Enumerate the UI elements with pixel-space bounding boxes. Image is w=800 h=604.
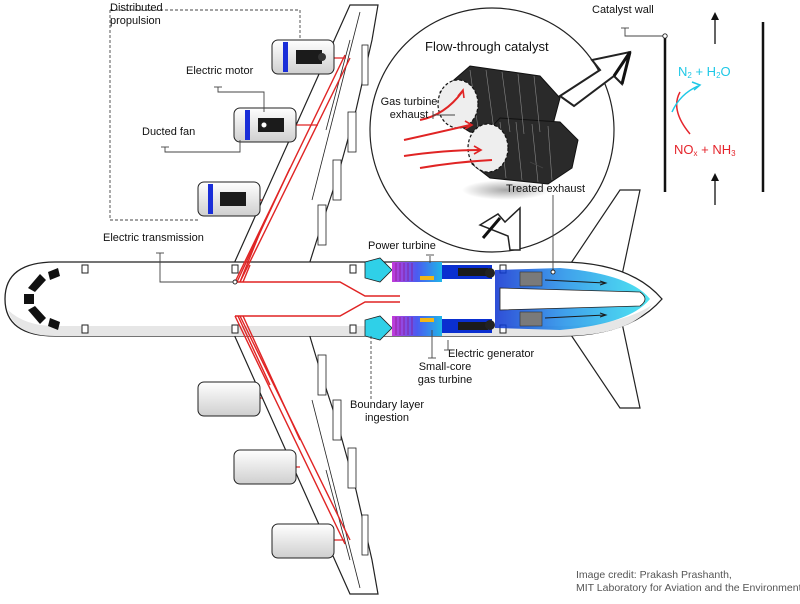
catalyst-callout (369, 7, 632, 253)
label-power-turbine: Power turbine (368, 240, 436, 252)
label-boundary-layer-ingestion: Boundary layer ingestion (350, 399, 424, 424)
label-electric-transmission: Electric transmission (103, 232, 204, 244)
chem-products: N2 + H2O (678, 64, 731, 80)
leader-lines (109, 9, 668, 400)
chem-reactants: NOx + NH3 (674, 142, 736, 158)
label-treated-exhaust: Treated exhaust (506, 183, 586, 195)
label-ducted-fan: Ducted fan (142, 126, 196, 138)
catalyst-monolith (437, 65, 579, 185)
label-small-core-gas-turbine: Small-core gas turbine (417, 361, 473, 386)
label-gas-turbine-exhaust: Gas turbine exhaust (380, 96, 438, 121)
label-flow-through-catalyst: Flow-through catalyst (425, 39, 549, 54)
ducted-fan-1 (271, 39, 335, 75)
electric-transmission-wires (222, 54, 400, 545)
upper-gas-turbine (364, 257, 495, 283)
label-electric-motor: Electric motor (186, 65, 254, 77)
credit-line-1: Image credit: Prakash Prashanth, (576, 569, 732, 581)
lower-gas-turbine (364, 315, 495, 341)
exhaust-flow (495, 268, 650, 330)
ducted-fan-2 (233, 107, 297, 143)
lower-nacelles (197, 381, 335, 559)
image-credit: Image credit: Prakash Prashanth, MIT Lab… (576, 569, 800, 595)
horizontal-stabilizer (563, 189, 641, 409)
ducted-fan-3 (197, 181, 261, 217)
cockpit-windows (24, 268, 60, 330)
gas-flow-arrows (403, 88, 493, 169)
label-catalyst-wall: Catalyst wall (592, 4, 654, 16)
catalyst-wall-panel (663, 12, 765, 205)
label-electric-generator: Electric generator (448, 348, 535, 360)
credit-line-2: MIT Laboratory for Aviation and the Envi… (576, 582, 800, 594)
label-distributed-propulsion: Distributed propulsion (110, 2, 163, 27)
